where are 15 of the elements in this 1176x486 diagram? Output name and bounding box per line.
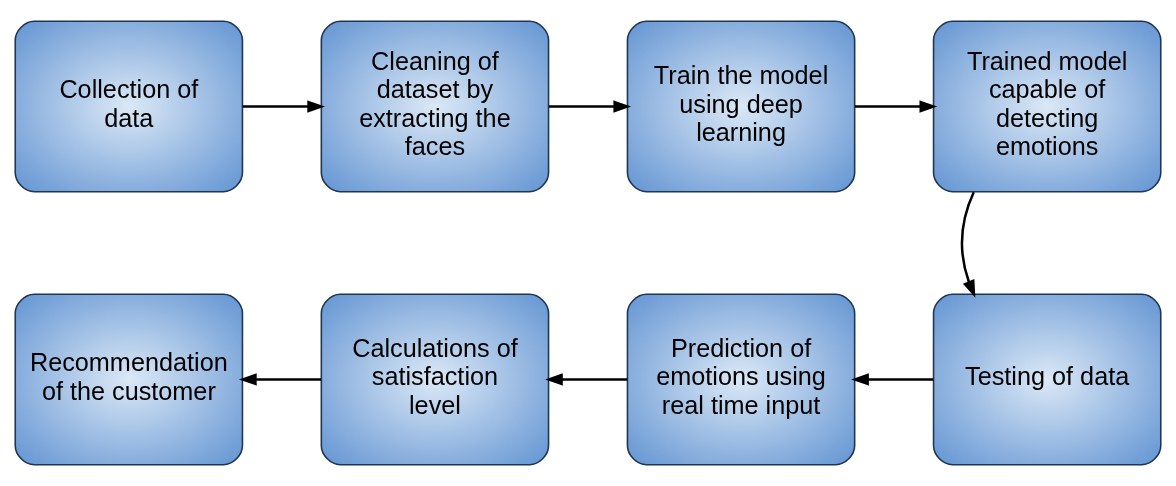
arrow [851, 373, 934, 386]
node-box: Calculations of satisfaction level [320, 293, 550, 466]
arrow [545, 373, 628, 386]
arrow [548, 100, 632, 113]
arrow [855, 100, 938, 113]
arrow [242, 100, 325, 113]
node-box: Prediction of emotions using real time input [626, 293, 856, 466]
node-box: Cleaning of dataset by extracting the faces [320, 20, 550, 193]
arrow [960, 191, 976, 298]
node-box: Train the model using deep learning [626, 20, 856, 193]
node-box: Trained model capable of detecting emotions [932, 20, 1162, 193]
arrow [239, 373, 322, 386]
node-box: Collection of data [14, 20, 244, 193]
node-box: Testing of data [932, 293, 1162, 466]
node-box: Recommendation of the customer [14, 293, 244, 466]
